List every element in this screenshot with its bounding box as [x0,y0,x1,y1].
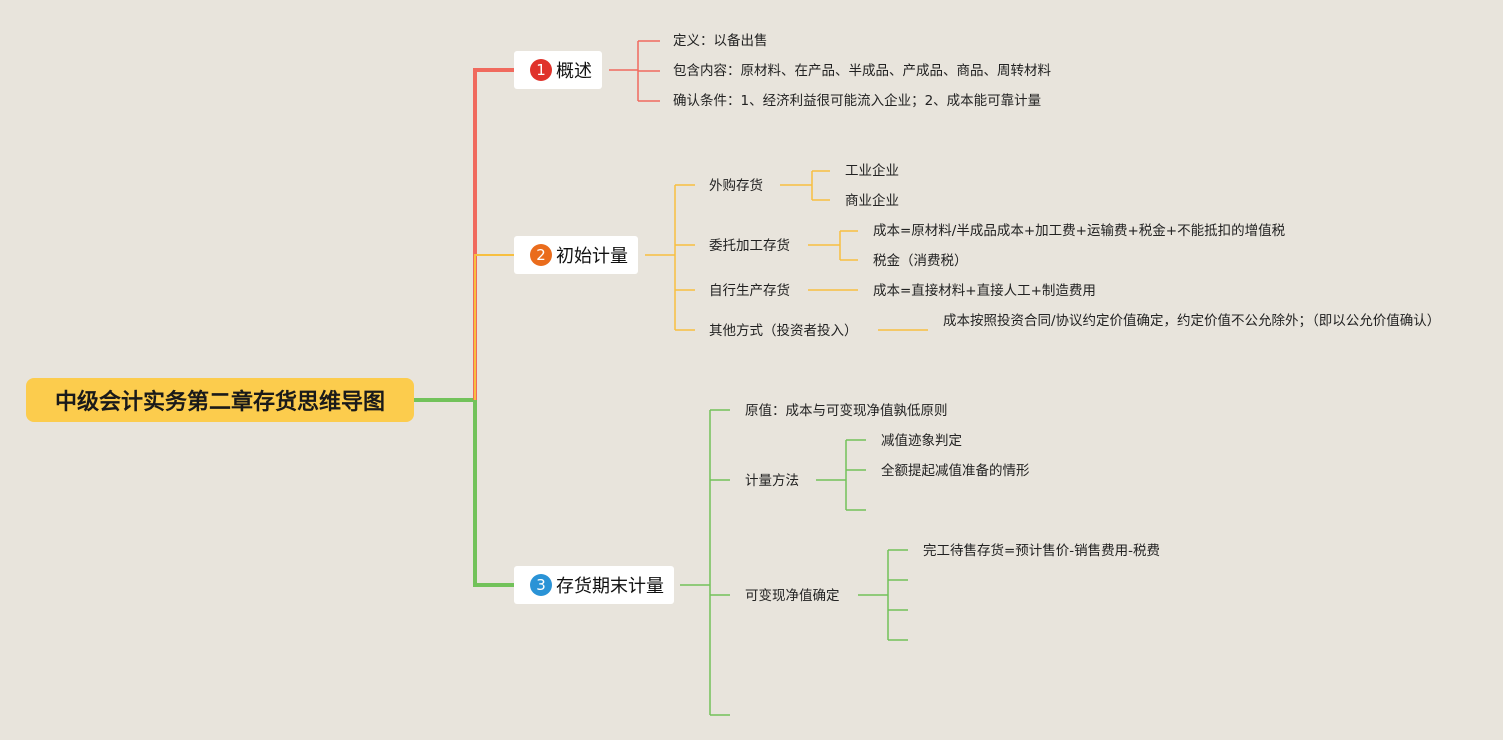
subtopic-measurement-method[interactable]: 计量方法 [745,473,799,489]
leaf-investment-cost[interactable]: 成本按照投资合同/协议约定价值确定，约定价值不公允除外；（即以公允价值确认） [943,313,1441,329]
leaf-production-cost[interactable]: 成本=直接材料+直接人工+制造费用 [873,283,1096,299]
leaf-industrial[interactable]: 工业企业 [845,163,899,179]
branch-line-1 [473,68,514,400]
topic-overview[interactable]: 1 概述 [514,51,602,89]
connector-method [816,440,847,510]
leaf-full-provision[interactable]: 全额提起减值准备的情形 [881,463,1030,479]
number-1-badge-icon: 1 [530,59,552,81]
leaf-recognition[interactable]: 确认条件：1、经济利益很可能流入企业；2、成本能可靠计量 [673,93,1042,109]
connector-processing [808,230,858,261]
number-2-badge-icon: 2 [530,244,552,266]
topic-initial-measurement[interactable]: 2 初始计量 [514,236,638,274]
subtopic-processing[interactable]: 委托加工存货 [709,238,790,254]
leaf-consumption-tax[interactable]: 税金（消费税） [873,253,968,269]
subtopic-self-produced[interactable]: 自行生产存货 [709,283,790,299]
subtopic-net-realizable-value[interactable]: 可变现净值确定 [745,588,840,604]
branch-line-2 [474,254,514,400]
connector-purchased [780,170,830,201]
number-3-badge-icon: 3 [530,574,552,596]
root-topic[interactable]: 中级会计实务第二章存货思维导图 [26,378,414,422]
topic-label: 初始计量 [556,246,628,267]
leaf-processing-cost[interactable]: 成本=原材料/半成品成本+加工费+运输费+税金+不能抵扣的增值税 [873,223,1286,239]
leaf-definition[interactable]: 定义：以备出售 [673,33,768,49]
leaf-impairment-indicators[interactable]: 减值迹象判定 [881,433,962,449]
leaf-commercial[interactable]: 商业企业 [845,193,899,209]
branch-line-3 [473,400,514,587]
subtopic-purchased[interactable]: 外购存货 [709,178,763,194]
subtopic-investor-input[interactable]: 其他方式（投资者投入） [709,323,858,339]
connector-nrv [858,550,889,640]
topic-period-end-measurement[interactable]: 3 存货期末计量 [514,566,674,604]
topic-label: 概述 [556,61,592,82]
topic-label: 存货期末计量 [556,576,664,597]
subtopic-original-value[interactable]: 原值：成本与可变现净值孰低原则 [745,403,948,419]
leaf-finished-goods-nrv[interactable]: 完工待售存货=预计售价-销售费用-税费 [923,543,1161,559]
leaf-contents[interactable]: 包含内容：原材料、在产品、半成品、产成品、商品、周转材料 [673,63,1051,79]
